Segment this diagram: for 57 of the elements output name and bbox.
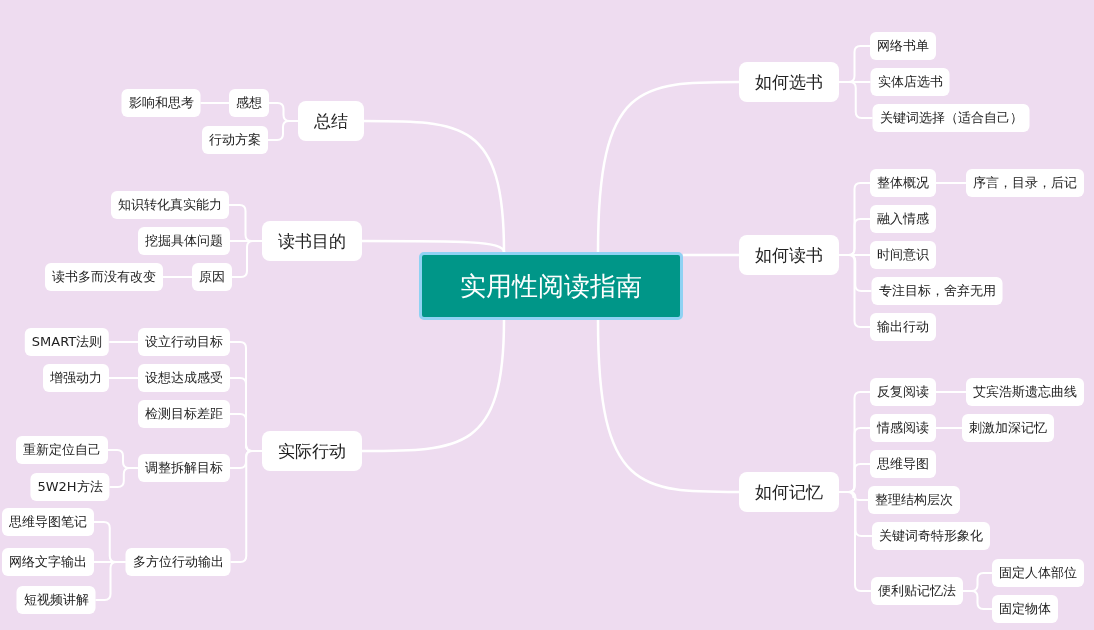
subtopic-box: 整理结构层次	[868, 486, 960, 514]
connector-line	[362, 319, 506, 453]
subtopic-box: 关键词奇特形象化	[872, 522, 990, 550]
subtopic-box: 便利贴记忆法	[871, 577, 963, 605]
subtopic-box: 输出行动	[870, 313, 936, 341]
subtopic-box: 固定物体	[992, 595, 1058, 623]
branch-topic: 如何读书	[739, 235, 839, 275]
connector-line	[199, 102, 230, 104]
connector-line	[935, 391, 967, 393]
subtopic-box: 整体概况	[870, 169, 936, 197]
subtopic-box: 专注目标，舍弃无用	[871, 277, 1003, 305]
subtopic-box: 行动方案	[202, 126, 268, 154]
subtopic-box: 固定人体部位	[992, 559, 1084, 587]
subtopic-box: 反复阅读	[870, 378, 936, 406]
branch-topic: 实际行动	[262, 431, 362, 471]
subtopic-box: 检测目标差距	[138, 400, 230, 428]
subtopic-box: 挖掘具体问题	[138, 227, 230, 255]
subtopic-box: 读书多而没有改变	[45, 263, 163, 291]
subtopic-box: 融入情感	[870, 205, 936, 233]
subtopic-box: 5W2H方法	[30, 473, 110, 501]
branch-topic: 总结	[298, 101, 364, 141]
connector-line	[935, 182, 967, 184]
subtopic-box: 原因	[192, 263, 232, 291]
connector-line	[683, 253, 739, 257]
subtopic-box: SMART法则	[24, 328, 110, 356]
branch-topic: 如何记忆	[739, 472, 839, 512]
subtopic-box: 增强动力	[43, 364, 109, 392]
central-topic: 实用性阅读指南	[419, 252, 683, 320]
subtopic-box: 调整拆解目标	[138, 454, 230, 482]
subtopic-box: 序言，目录，后记	[966, 169, 1084, 197]
subtopic-box: 实体店选书	[870, 68, 950, 96]
subtopic-box: 多方位行动输出	[125, 548, 231, 576]
connector-line	[362, 239, 506, 253]
connector-line	[162, 276, 193, 278]
subtopic-box: 短视频讲解	[16, 586, 96, 614]
subtopic-box: 刺激加深记忆	[962, 414, 1054, 442]
subtopic-box: 思维导图	[870, 450, 936, 478]
subtopic-box: 时间意识	[870, 241, 936, 269]
connector-line	[596, 319, 739, 494]
subtopic-box: 设想达成感受	[138, 364, 230, 392]
subtopic-box: 重新定位自己	[16, 436, 108, 464]
subtopic-box: 关键词选择（适合自己）	[872, 104, 1030, 132]
subtopic-box: 网络文字输出	[2, 548, 94, 576]
connector-line	[108, 377, 139, 379]
subtopic-box: 网络书单	[870, 32, 936, 60]
connector-line	[935, 427, 963, 429]
connector-line	[108, 341, 139, 343]
connector-line	[596, 80, 739, 253]
subtopic-box: 思维导图笔记	[2, 508, 94, 536]
branch-topic: 如何选书	[739, 62, 839, 102]
subtopic-box: 影响和思考	[121, 89, 201, 117]
subtopic-box: 设立行动目标	[138, 328, 230, 356]
subtopic-box: 感想	[229, 89, 269, 117]
branch-topic: 读书目的	[262, 221, 362, 261]
subtopic-box: 艾宾浩斯遗忘曲线	[966, 378, 1084, 406]
subtopic-box: 情感阅读	[870, 414, 936, 442]
subtopic-box: 知识转化真实能力	[111, 191, 229, 219]
